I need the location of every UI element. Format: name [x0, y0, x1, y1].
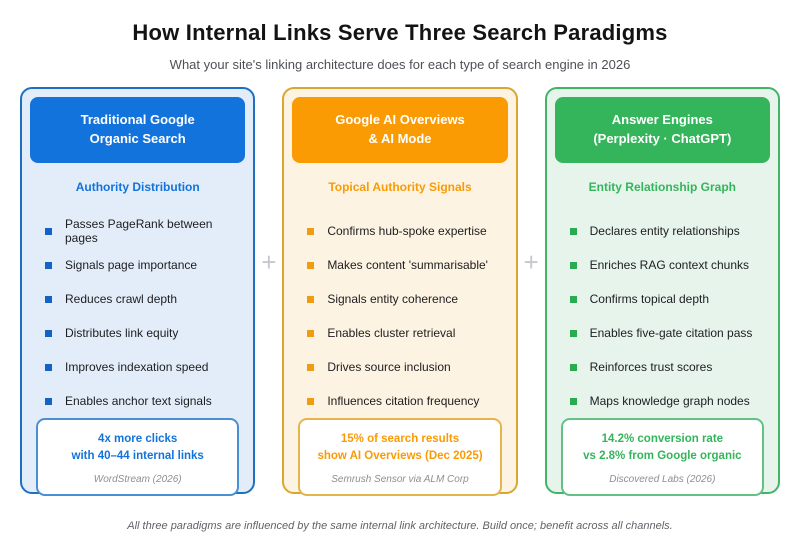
- card-answer-engines: Answer Engines (Perplexity · ChatGPT) En…: [544, 87, 781, 496]
- page-title: How Internal Links Serve Three Search Pa…: [132, 20, 668, 45]
- list-item: Reinforces trust scores: [555, 350, 770, 384]
- stat-value: 15% of search results show AI Overviews …: [317, 433, 483, 463]
- square-bullet-icon: [307, 295, 315, 303]
- stat-box: 15% of search results show AI Overviews …: [298, 418, 502, 496]
- item-list: Passes PageRank between pages Signals pa…: [30, 214, 245, 418]
- item-list: Declares entity relationships Enriches R…: [555, 214, 770, 418]
- list-item-label: Declares entity relationships: [589, 224, 740, 238]
- list-item: Signals entity coherence: [292, 282, 507, 316]
- card-google-ai-overviews: Google AI Overviews & AI Mode Topical Au…: [282, 87, 518, 496]
- square-bullet-icon: [569, 329, 577, 337]
- list-item: Makes content 'summarisable': [292, 248, 507, 282]
- list-item: Passes PageRank between pages: [30, 214, 245, 248]
- list-item: Reduces crawl depth: [30, 282, 245, 316]
- list-item: Enriches RAG context chunks: [555, 248, 770, 282]
- section-label-topical-authority-signals: Topical Authority Signals: [328, 180, 472, 194]
- stat-box: 14.2% conversion rate vs 2.8% from Googl…: [560, 418, 765, 496]
- list-item: Signals page importance: [30, 248, 245, 282]
- list-item: Enables anchor text signals: [30, 384, 245, 418]
- card-header-google-ai-overviews: Google AI Overviews & AI Mode: [292, 97, 508, 163]
- square-bullet-icon: [307, 227, 315, 235]
- page-subtitle: What your site's linking architecture do…: [169, 57, 631, 72]
- list-item: Improves indexation speed: [30, 350, 245, 384]
- list-item-label: Signals entity coherence: [327, 292, 459, 306]
- list-item-label: Improves indexation speed: [65, 360, 209, 374]
- card-separator: +: [255, 87, 282, 494]
- list-item-label: Signals page importance: [65, 258, 198, 272]
- list-item: Confirms topical depth: [555, 282, 770, 316]
- list-item: Declares entity relationships: [555, 214, 770, 248]
- list-item: Confirms hub-spoke expertise: [292, 214, 507, 248]
- list-item-label: Distributes link equity: [65, 326, 179, 340]
- square-bullet-icon: [569, 227, 577, 235]
- stat-source: Discovered Labs (2026): [609, 473, 716, 485]
- square-bullet-icon: [569, 295, 577, 303]
- plus-icon: +: [523, 247, 539, 277]
- list-item-label: Drives source inclusion: [327, 360, 451, 374]
- list-item: Drives source inclusion: [292, 350, 507, 384]
- list-item: Maps knowledge graph nodes: [555, 384, 770, 418]
- paradigm-cards-row: Traditional Google Organic Search Author…: [0, 87, 800, 496]
- stat-box: 4x more clicks with 40–44 internal links…: [36, 418, 240, 496]
- list-item-label: Confirms topical depth: [589, 292, 710, 306]
- stat-source: WordStream (2026): [93, 473, 182, 485]
- square-bullet-icon: [307, 363, 315, 371]
- square-bullet-icon: [45, 363, 52, 371]
- list-item-label: Enables five-gate citation pass: [589, 326, 753, 340]
- section-label-entity-relationship-graph: Entity Relationship Graph: [588, 180, 736, 194]
- list-item-label: Reduces crawl depth: [65, 292, 178, 306]
- square-bullet-icon: [569, 397, 577, 405]
- list-item: Influences citation frequency: [292, 384, 507, 418]
- list-item: Enables cluster retrieval: [292, 316, 507, 350]
- square-bullet-icon: [569, 261, 577, 269]
- square-bullet-icon: [45, 397, 52, 405]
- list-item-label: Passes PageRank between pages: [65, 217, 213, 245]
- card-traditional-google-organic-search: Traditional Google Organic Search Author…: [20, 87, 256, 496]
- footer-note: All three paradigms are influenced by th…: [127, 520, 673, 532]
- list-item-label: Maps knowledge graph nodes: [589, 394, 750, 408]
- list-item-label: Reinforces trust scores: [589, 360, 713, 374]
- list-item-label: Enables anchor text signals: [65, 394, 212, 408]
- square-bullet-icon: [307, 329, 315, 337]
- plus-icon: +: [261, 247, 277, 277]
- square-bullet-icon: [569, 363, 577, 371]
- list-item-label: Enables cluster retrieval: [327, 326, 456, 340]
- list-item-label: Confirms hub-spoke expertise: [327, 224, 487, 238]
- list-item-label: Makes content 'summarisable': [327, 258, 488, 272]
- stat-value: 14.2% conversion rate vs 2.8% from Googl…: [583, 433, 742, 463]
- square-bullet-icon: [45, 227, 52, 235]
- item-list: Confirms hub-spoke expertise Makes conte…: [292, 214, 507, 418]
- square-bullet-icon: [307, 397, 315, 405]
- stat-value: 4x more clicks with 40–44 internal links: [71, 433, 204, 463]
- square-bullet-icon: [45, 261, 52, 269]
- list-item: Enables five-gate citation pass: [555, 316, 770, 350]
- square-bullet-icon: [45, 329, 52, 337]
- card-header-answer-engines: Answer Engines (Perplexity · ChatGPT): [554, 97, 771, 163]
- list-item: Distributes link equity: [30, 316, 245, 350]
- list-item-label: Influences citation frequency: [327, 394, 480, 408]
- card-separator: +: [518, 87, 545, 494]
- list-item-label: Enriches RAG context chunks: [589, 258, 750, 272]
- square-bullet-icon: [307, 261, 315, 269]
- square-bullet-icon: [45, 295, 52, 303]
- section-label-authority-distribution: Authority Distribution: [75, 180, 200, 194]
- stat-source: Semrush Sensor via ALM Corp: [331, 473, 469, 485]
- card-header-traditional-google: Traditional Google Organic Search: [30, 97, 246, 163]
